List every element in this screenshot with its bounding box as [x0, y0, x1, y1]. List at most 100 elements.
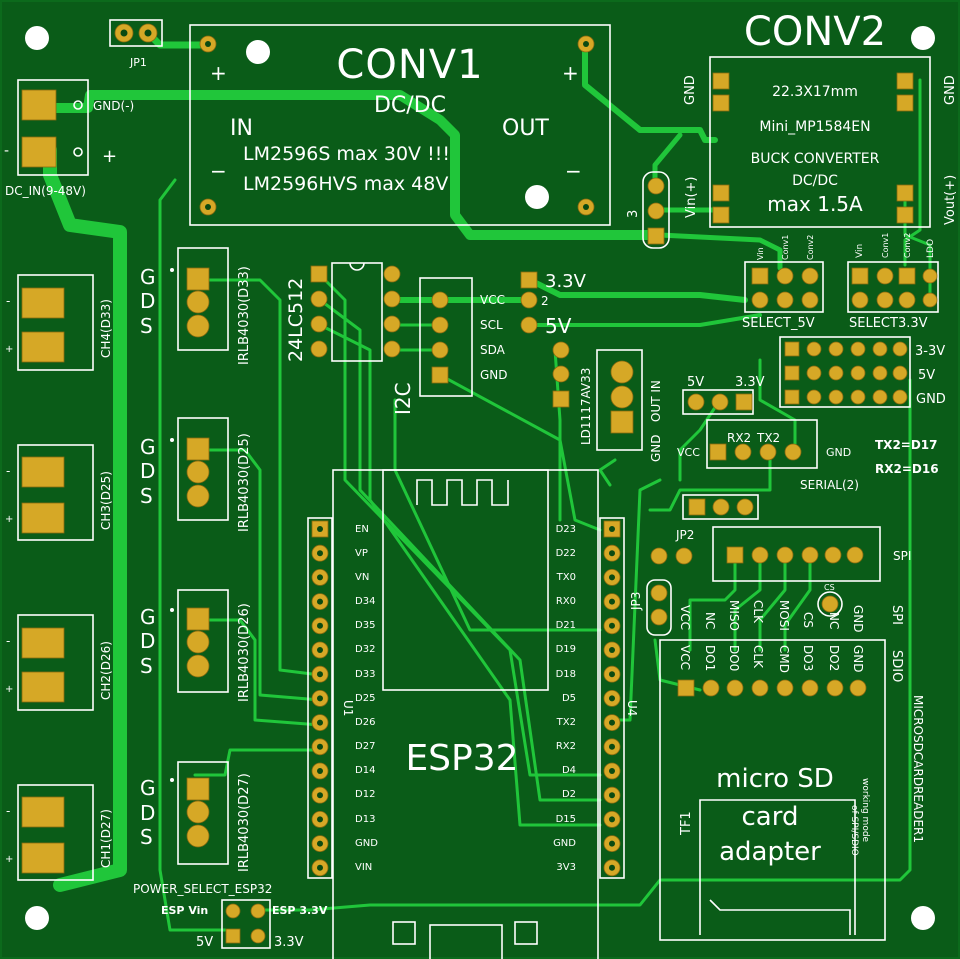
mosfet-d25-pad-s[interactable] — [186, 484, 210, 508]
conv2-pad-gnd-l2[interactable] — [712, 94, 730, 112]
mosfet-d33-pad-s[interactable] — [186, 314, 210, 338]
i2c-pad-gnd[interactable] — [431, 366, 449, 384]
spi-pad-2[interactable] — [751, 546, 769, 564]
eeprom-pin-3[interactable] — [310, 315, 328, 333]
mosfet-d27-pad-d[interactable] — [186, 800, 210, 824]
select-5v-pad-2[interactable] — [776, 267, 794, 285]
rail-gnd-pad-2[interactable] — [828, 389, 844, 405]
ldo-pad-b[interactable] — [552, 365, 570, 383]
select-33v-pad-8[interactable] — [922, 292, 938, 308]
serial-pwr-pad-1[interactable] — [687, 393, 705, 411]
select-33v-pad-7[interactable] — [898, 291, 916, 309]
serial-pad-gnd[interactable] — [784, 443, 802, 461]
i2c-pad-vcc[interactable] — [431, 291, 449, 309]
conv-select-pad-3[interactable] — [647, 227, 665, 245]
serial-pad-rx2[interactable] — [734, 443, 752, 461]
power-select-pad-3[interactable] — [225, 928, 241, 944]
select-5v-pad-5[interactable] — [776, 291, 794, 309]
dc-in-pad-gnd[interactable] — [21, 89, 57, 121]
rail-5-pad-5[interactable] — [892, 365, 908, 381]
ldo-pin-out[interactable] — [610, 385, 634, 409]
ch3-pad-plus[interactable] — [21, 502, 65, 534]
mosfet-d25-pad-g[interactable] — [186, 437, 210, 461]
sd-pad-3[interactable] — [726, 679, 744, 697]
rail-5-pad-2[interactable] — [828, 365, 844, 381]
conv2-pad-gnd-r1[interactable] — [896, 72, 914, 90]
rail-33-pad-0[interactable] — [784, 341, 800, 357]
eeprom-pin-4[interactable] — [310, 340, 328, 358]
rail-5-pad-4[interactable] — [872, 365, 888, 381]
select-33v-pad-5[interactable] — [851, 291, 869, 309]
conv2-pad-vout-1[interactable] — [896, 184, 914, 202]
serial-pad-vcc[interactable] — [709, 443, 727, 461]
rail-gnd-pad-1[interactable] — [806, 389, 822, 405]
ch1-pad-plus[interactable] — [21, 842, 65, 874]
eeprom-pin-5[interactable] — [383, 340, 401, 358]
i2c-sel-pad-33[interactable] — [520, 271, 538, 289]
power-select-pad-2[interactable] — [250, 903, 266, 919]
ch4-pad-minus[interactable] — [21, 287, 65, 319]
mosfet-d25-pad-d[interactable] — [186, 460, 210, 484]
sd-pad-8[interactable] — [849, 679, 867, 697]
mosfet-d26-pad-d[interactable] — [186, 630, 210, 654]
eeprom-pin-7[interactable] — [383, 290, 401, 308]
dc-in-pad-plus[interactable] — [21, 136, 57, 168]
sd-pad-1[interactable] — [677, 679, 695, 697]
conv2-pad-vin-1[interactable] — [712, 184, 730, 202]
jp3-pad-2[interactable] — [650, 608, 668, 626]
rail-33-pad-5[interactable] — [892, 341, 908, 357]
conv2-pad-gnd-l1[interactable] — [712, 72, 730, 90]
i2c-sel-pad-5[interactable] — [520, 316, 538, 334]
i2c-sel-pad-2[interactable] — [520, 291, 538, 309]
mosfet-d26-pad-s[interactable] — [186, 654, 210, 678]
mosfet-d33-pad-g[interactable] — [186, 267, 210, 291]
sd-pad-5[interactable] — [776, 679, 794, 697]
rail-5-pad-1[interactable] — [806, 365, 822, 381]
rail-gnd-pad-4[interactable] — [872, 389, 888, 405]
spi-pad-3[interactable] — [776, 546, 794, 564]
select-5v-pad-1[interactable] — [751, 267, 769, 285]
select-33v-pad-3[interactable] — [898, 267, 916, 285]
i2c-pad-sda[interactable] — [431, 341, 449, 359]
rail-5-pad-0[interactable] — [784, 365, 800, 381]
select-33v-pad-4[interactable] — [922, 268, 938, 284]
sd-pad-6[interactable] — [801, 679, 819, 697]
select-33v-pad-1[interactable] — [851, 267, 869, 285]
select-5v-pad-4[interactable] — [751, 291, 769, 309]
spi-pad-6[interactable] — [846, 546, 864, 564]
header-top-pad-2[interactable] — [712, 498, 730, 516]
header-top-pad-3[interactable] — [736, 498, 754, 516]
select-5v-pad-3[interactable] — [801, 267, 819, 285]
ldo-pin-gnd[interactable] — [610, 410, 634, 434]
jp2-pad-1[interactable] — [650, 547, 668, 565]
mosfet-d27-pad-s[interactable] — [186, 824, 210, 848]
spi-pad-1[interactable] — [726, 546, 744, 564]
eeprom-pin-8[interactable] — [383, 265, 401, 283]
rail-33-pad-4[interactable] — [872, 341, 888, 357]
sd-pad-2[interactable] — [702, 679, 720, 697]
eeprom-pin-6[interactable] — [383, 315, 401, 333]
spi-pad-5[interactable] — [824, 546, 842, 564]
ch2-pad-minus[interactable] — [21, 627, 65, 659]
conv-select-pad-2[interactable] — [647, 202, 665, 220]
i2c-pad-scl[interactable] — [431, 316, 449, 334]
ch2-pad-plus[interactable] — [21, 671, 65, 703]
ch4-pad-plus[interactable] — [21, 331, 65, 363]
conv2-pad-vin-2[interactable] — [712, 206, 730, 224]
power-select-pad-1[interactable] — [225, 903, 241, 919]
rail-gnd-pad-0[interactable] — [784, 389, 800, 405]
serial-pwr-pad-2[interactable] — [711, 393, 729, 411]
ldo-pin-in[interactable] — [610, 360, 634, 384]
rail-gnd-pad-3[interactable] — [850, 389, 866, 405]
cs-test-pad[interactable] — [821, 595, 839, 613]
eeprom-pin-2[interactable] — [310, 290, 328, 308]
sd-pad-7[interactable] — [826, 679, 844, 697]
serial-pad-tx2[interactable] — [759, 443, 777, 461]
jp3-pad-1[interactable] — [650, 584, 668, 602]
mosfet-d27-pad-g[interactable] — [186, 777, 210, 801]
ldo-pad-c[interactable] — [552, 390, 570, 408]
rail-33-pad-2[interactable] — [828, 341, 844, 357]
spi-pad-4[interactable] — [801, 546, 819, 564]
serial-pwr-pad-3[interactable] — [735, 393, 753, 411]
conv-select-pad-1[interactable] — [647, 177, 665, 195]
